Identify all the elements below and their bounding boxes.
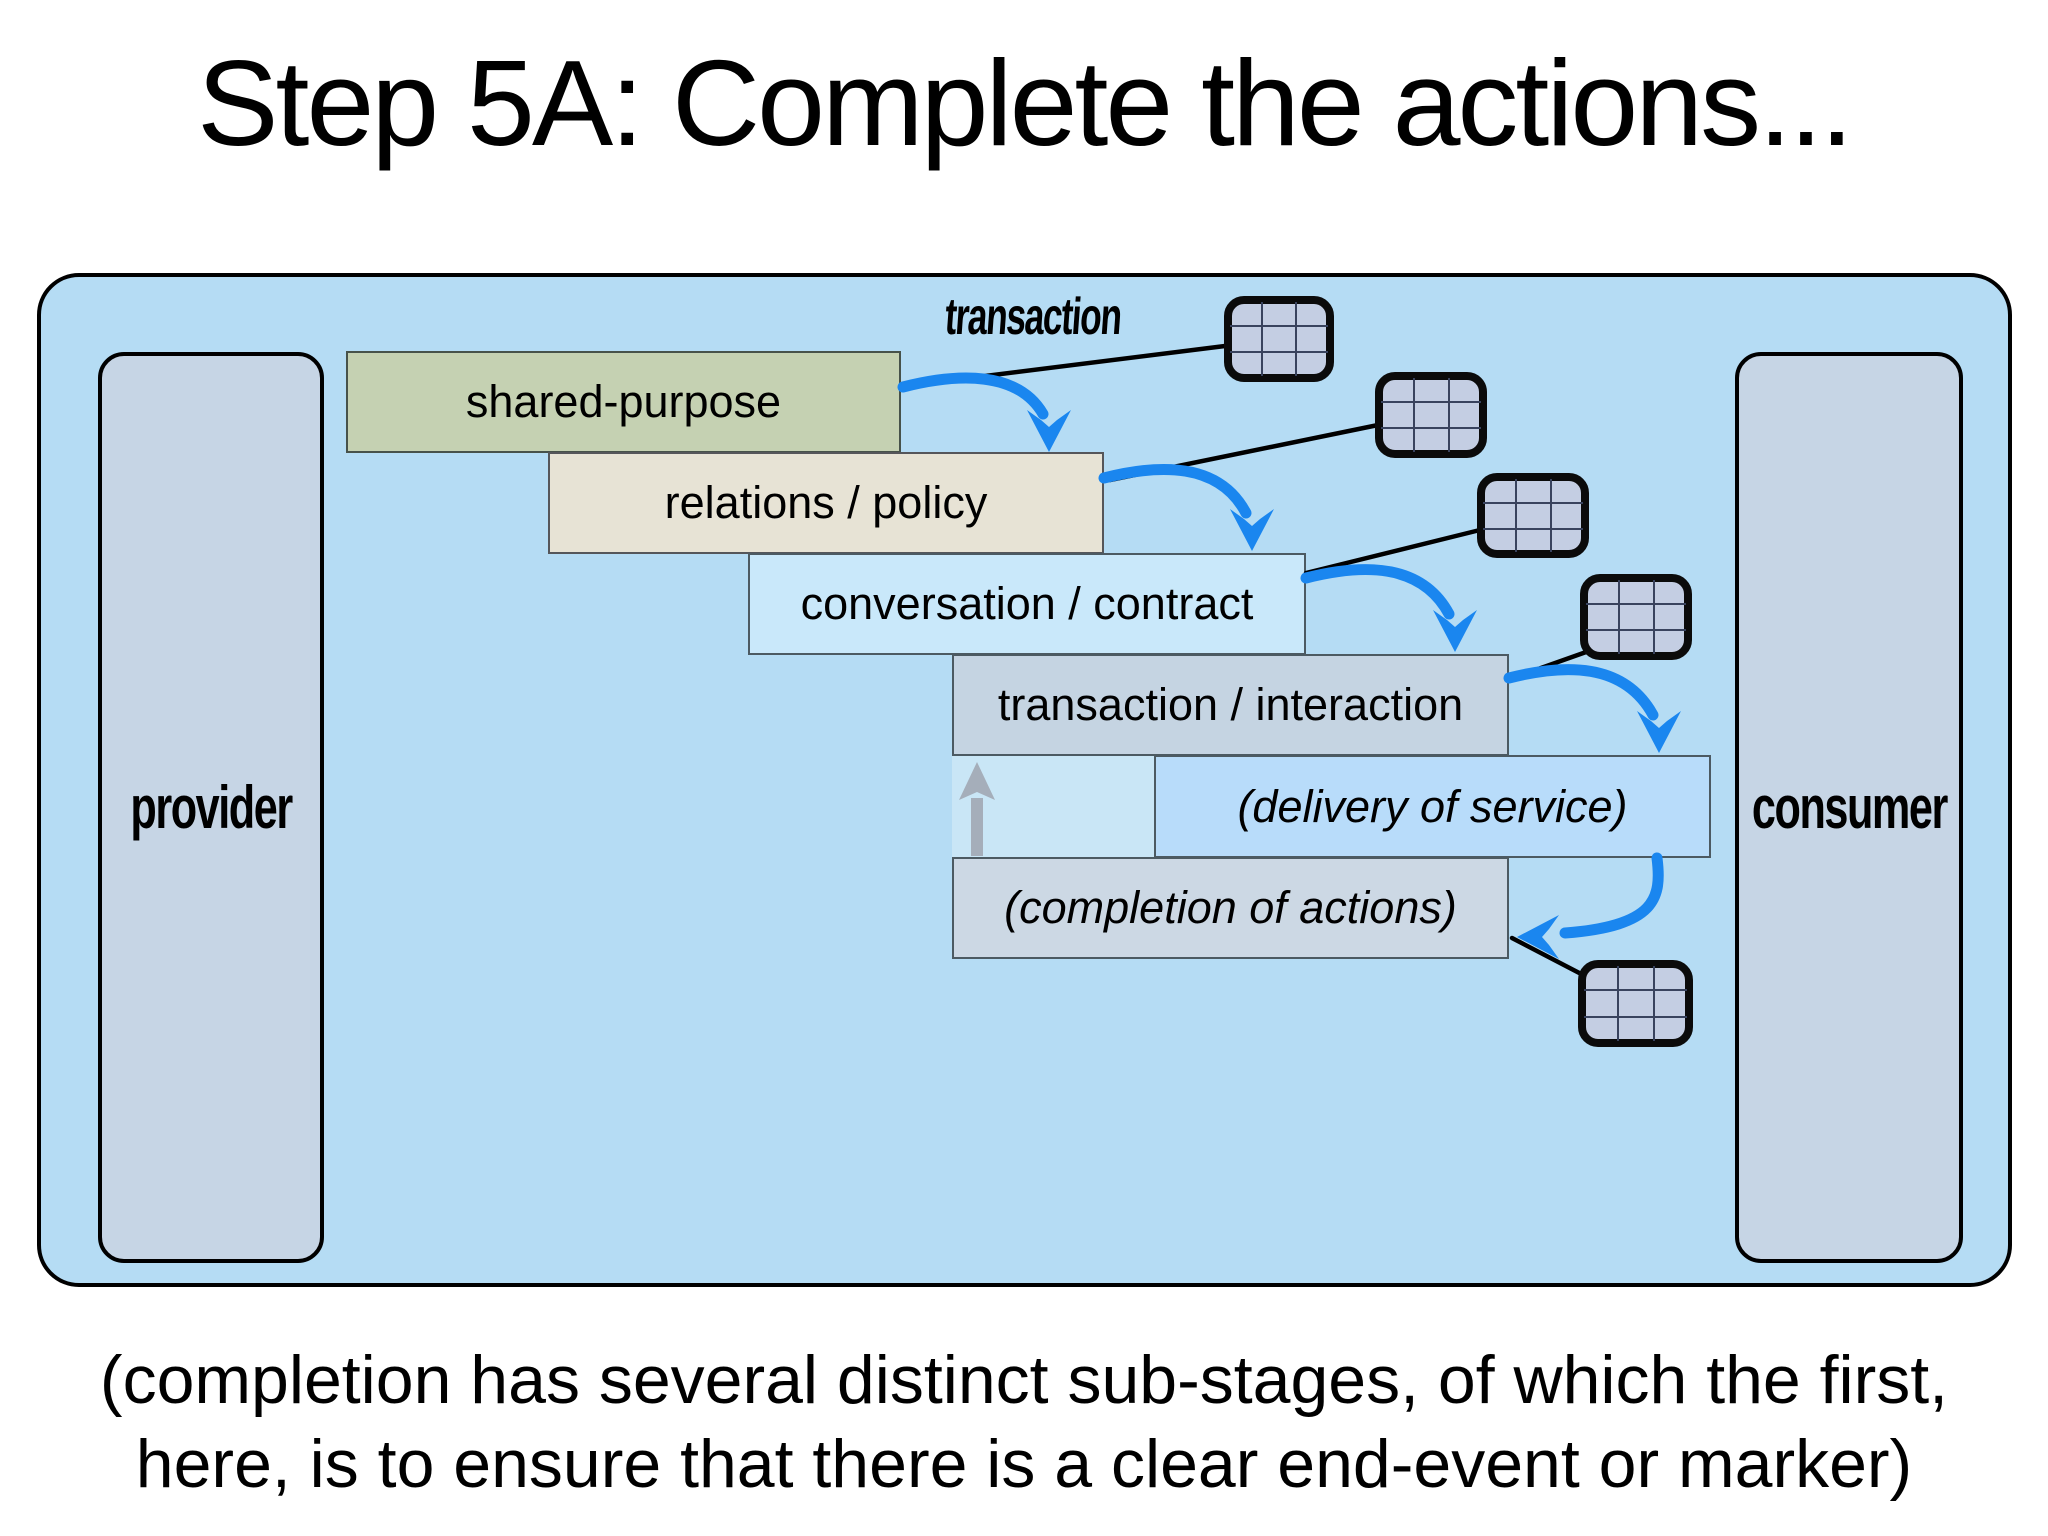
gap-panel [952, 756, 1156, 858]
stage-label: shared-purpose [465, 376, 782, 427]
transaction-label: transaction [943, 288, 1123, 346]
caption-line-2: here, is to ensure that there is a clear… [135, 1426, 1913, 1502]
caption: (completion has several distinct sub-sta… [0, 1338, 2048, 1506]
stage-box-transaction-interaction: transaction / interaction [952, 654, 1509, 756]
page-title: Step 5A: Complete the actions... [197, 35, 1854, 171]
provider-label: provider [130, 774, 293, 841]
consumer-box: consumer [1735, 352, 1963, 1263]
stage-label: relations / policy [664, 477, 988, 528]
consumer-label: consumer [1751, 774, 1948, 841]
stage-box-completion-of-actions: (completion of actions) [952, 857, 1509, 959]
provider-box: provider [98, 352, 324, 1263]
caption-line-1: (completion has several distinct sub-sta… [99, 1342, 1949, 1418]
stage-box-shared-purpose: shared-purpose [346, 351, 901, 453]
stage-label: (completion of actions) [1004, 882, 1457, 933]
stage-box-conversation-contract: conversation / contract [748, 553, 1306, 655]
stage-label: conversation / contract [800, 578, 1254, 629]
stage-label: (delivery of service) [1237, 780, 1628, 832]
stage-box-delivery-of-service: (delivery of service) [1154, 755, 1711, 858]
stage-box-relations-policy: relations / policy [548, 452, 1104, 554]
stage-label: transaction / interaction [997, 679, 1464, 730]
